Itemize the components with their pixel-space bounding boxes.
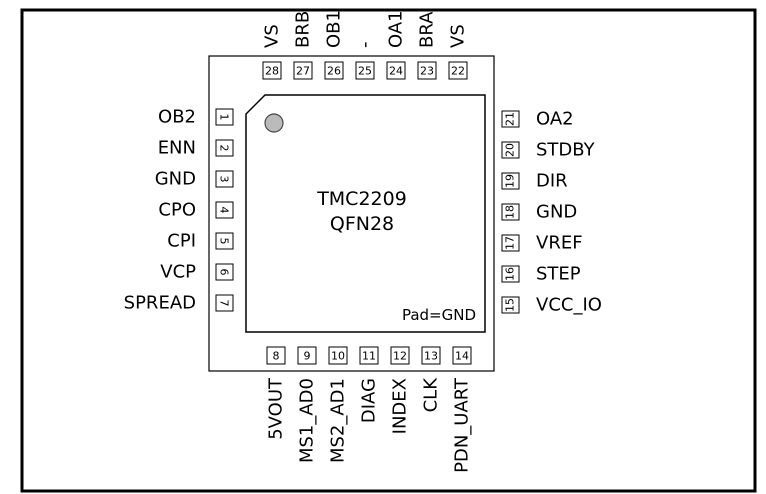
pin-18-pad [501,203,520,221]
pin-27-label: BRB [293,11,314,48]
pin-6-number: 6 [218,269,231,276]
pin-27-number: 27 [296,65,310,78]
pin-10-number: 10 [331,350,345,363]
pin-19-pad [501,172,520,190]
pin-16-pad [501,265,520,283]
pin-10-pad [328,346,348,365]
pin-16-number: 16 [504,267,517,281]
pin-10-label: MS2_AD1 [328,378,349,463]
pin-17-number: 17 [504,236,517,250]
pin-1-pad [215,108,234,126]
pin-11-number: 11 [362,350,376,363]
pin-14-number: 14 [455,350,469,363]
pin-15-label: VCC_IO [536,295,602,316]
pin-22-label: VS [448,24,469,48]
pin-13-number: 13 [424,350,438,363]
pin-3-number: 3 [218,176,231,183]
pin-23-number: 23 [420,65,434,78]
pin-12-pad [390,346,410,365]
pin-7-label: SPREAD [124,293,196,314]
pin-4-number: 4 [218,207,231,214]
pin-16-label: STEP [536,264,581,285]
pin-11-label: DIAG [359,378,380,423]
pin-9-label: MS1_AD0 [297,378,318,463]
pin-8-pad [266,346,286,365]
pin-26-pad [324,61,344,80]
pin-22-number: 22 [451,65,465,78]
pin-5-pad [215,232,234,250]
pin-1-number: 1 [218,114,231,121]
chip-die-outline [245,94,486,333]
pin-3-label: GND [155,169,196,190]
pin-7-pad [215,294,234,312]
pin-20-number: 20 [504,143,517,157]
pin-21-label: OA2 [536,109,574,130]
pin-17-pad [501,234,520,252]
pin-28-pad [262,61,282,80]
pin-4-pad [215,201,234,219]
pin-20-label: STDBY [536,140,596,161]
pin-11-pad [359,346,379,365]
pin-19-label: DIR [536,171,568,192]
pin-14-pad [452,346,472,365]
pin-19-number: 19 [504,174,517,188]
pin-4-label: CPO [158,200,196,221]
pin-20-pad [501,141,520,159]
pin-1-label: OB2 [158,107,196,128]
pin-25-number: 25 [358,65,372,78]
exposed-pad-label: Pad=GND [402,306,476,324]
pin-21-pad [501,110,520,128]
pin-18-label: GND [536,202,577,223]
pin-2-number: 2 [218,145,231,152]
pin-25-pad [355,61,375,80]
pin-6-label: VCP [160,262,196,283]
pin-22-pad [448,61,468,80]
pin-17-label: VREF [536,233,583,254]
pin-12-number: 12 [393,350,407,363]
pin-6-pad [215,263,234,281]
pin-8-number: 8 [273,350,280,363]
pin-24-number: 24 [389,65,403,78]
pin-23-pad [417,61,437,80]
pin-8-label: 5VOUT [266,377,287,440]
pin1-marker-dot [264,113,284,133]
pin-13-label: CLK [421,377,442,413]
pin-28-number: 28 [265,65,279,78]
pin-9-pad [297,346,317,365]
pin-15-number: 15 [504,298,517,312]
pin-5-number: 5 [218,238,231,245]
pin-25-label: - [355,42,376,49]
pin-3-pad [215,170,234,188]
pin-23-label: BRA [417,11,438,48]
pin-26-label: OB1 [324,10,345,48]
chip-package-outline [208,55,495,372]
pin-2-label: ENN [158,138,196,159]
pin-24-pad [386,61,406,80]
pin-14-label: PDN_UART [452,377,473,473]
chip-package-name: QFN28 [330,213,394,235]
pin-26-number: 26 [327,65,341,78]
pin-9-number: 9 [304,350,311,363]
pin-5-label: CPI [167,231,196,252]
pin-2-pad [215,139,234,157]
pin-27-pad [293,61,313,80]
diagram-frame [20,8,757,493]
pin-13-pad [421,346,441,365]
pin-7-number: 7 [218,300,231,307]
pin-24-label: OA1 [386,10,407,48]
pin-15-pad [501,296,520,314]
pin-21-number: 21 [504,112,517,126]
pin-18-number: 18 [504,205,517,219]
pin-12-label: INDEX [390,378,411,434]
chip-part-number: TMC2209 [316,188,407,210]
pin-28-label: VS [262,24,283,48]
